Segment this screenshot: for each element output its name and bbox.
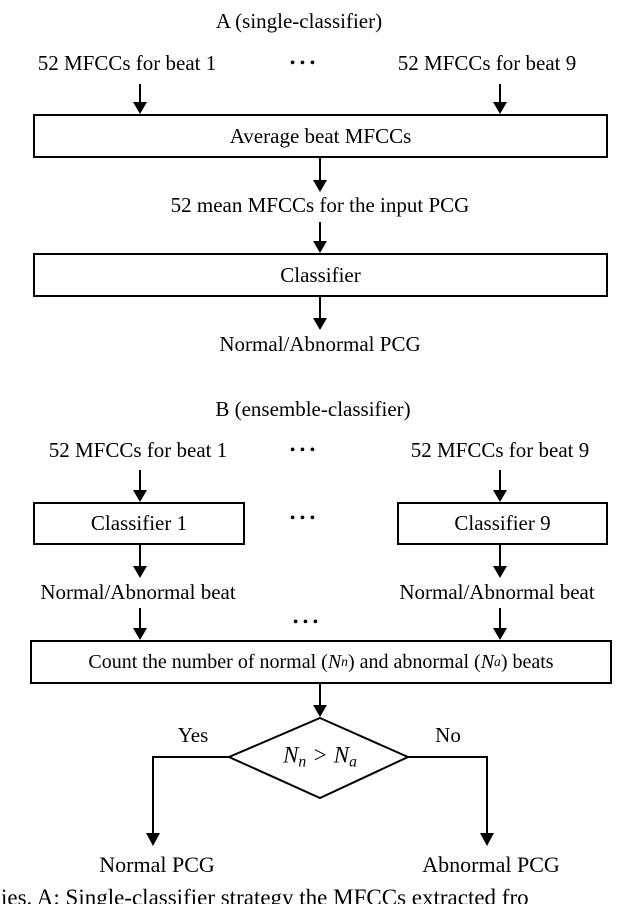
mfcc-beat9-label-a: 52 MFCCs for beat 9 xyxy=(397,51,577,75)
average-beat-mfccs-box: Average beat MFCCs xyxy=(33,114,608,158)
classifier9-box: Classifier 9 xyxy=(397,502,608,545)
arrow-down-icon xyxy=(133,545,147,578)
classifier-box-label: Classifier xyxy=(280,262,361,287)
arrow-down-icon xyxy=(313,297,327,330)
classifier9-box-label: Classifier 9 xyxy=(454,511,551,535)
yes-label: Yes xyxy=(177,723,209,747)
arrow-down-icon xyxy=(493,470,507,502)
output-label-a: Normal/Abnormal PCG xyxy=(219,332,421,356)
abnormal-pcg-output-label: Abnormal PCG xyxy=(422,852,560,877)
section-a-title: A (single-classifier) xyxy=(215,9,383,33)
arrow-down-icon xyxy=(493,84,507,114)
arrow-down-icon xyxy=(133,84,147,114)
decision-condition: Nn>Na xyxy=(283,743,357,772)
count-box-nn-symbol: N xyxy=(327,650,342,673)
decision-lhs-subscript: n xyxy=(298,753,307,771)
decision-lhs-symbol: N xyxy=(283,742,299,768)
count-box-text-2: ) and abnormal ( xyxy=(347,650,481,673)
arrow-down-icon xyxy=(133,470,147,502)
arrow-down-icon xyxy=(493,608,507,640)
count-box-nn-subscript: n xyxy=(341,654,348,669)
figure-caption-partial: ies. A: Single-classifier strategy the M… xyxy=(1,885,529,904)
arrowhead-icon xyxy=(480,833,494,846)
average-beat-mfccs-label: Average beat MFCCs xyxy=(229,123,412,148)
no-label: No xyxy=(435,723,461,747)
ellipsis-b-classifiers: ••• xyxy=(290,511,320,526)
arrow-down-icon xyxy=(313,222,327,253)
decision-flow-graphic xyxy=(146,684,494,846)
ellipsis-b-beats: ••• xyxy=(293,615,323,630)
no-branch-line xyxy=(408,756,488,834)
classifier-box: Classifier xyxy=(33,253,608,297)
ellipsis-a-inputs: ••• xyxy=(290,56,320,71)
section-b-title: B (ensemble-classifier) xyxy=(215,397,411,421)
ellipsis-b-inputs: ••• xyxy=(290,443,320,458)
decision-rhs-subscript: a xyxy=(349,753,357,771)
yes-branch-line xyxy=(152,756,229,834)
mfcc-beat1-label-a: 52 MFCCs for beat 1 xyxy=(37,51,217,75)
arrow-down-icon xyxy=(313,158,327,192)
arrowhead-icon xyxy=(146,833,160,846)
classifier1-box: Classifier 1 xyxy=(33,502,245,545)
count-box-na-subscript: a xyxy=(494,654,501,669)
decision-diamond xyxy=(226,716,411,800)
mean-mfcc-label: 52 mean MFCCs for the input PCG xyxy=(170,193,470,217)
count-box-na-symbol: N xyxy=(480,650,495,673)
beat-result-right-label: Normal/Abnormal beat xyxy=(399,580,595,604)
decision-operator: > xyxy=(312,742,328,768)
normal-pcg-output-label: Normal PCG xyxy=(99,852,215,877)
beat-result-left-label: Normal/Abnormal beat xyxy=(40,580,236,604)
count-box-text-1: Count the number of normal ( xyxy=(88,650,328,673)
mfcc-beat9-label-b: 52 MFCCs for beat 9 xyxy=(410,438,590,462)
count-box-text-3: ) beats xyxy=(500,650,554,673)
mfcc-beat1-label-b: 52 MFCCs for beat 1 xyxy=(48,438,228,462)
classifier1-box-label: Classifier 1 xyxy=(90,511,188,535)
decision-rhs-symbol: N xyxy=(333,742,350,768)
arrow-down-icon xyxy=(133,608,147,640)
arrow-down-icon xyxy=(493,545,507,578)
arrowhead-icon xyxy=(313,705,327,717)
